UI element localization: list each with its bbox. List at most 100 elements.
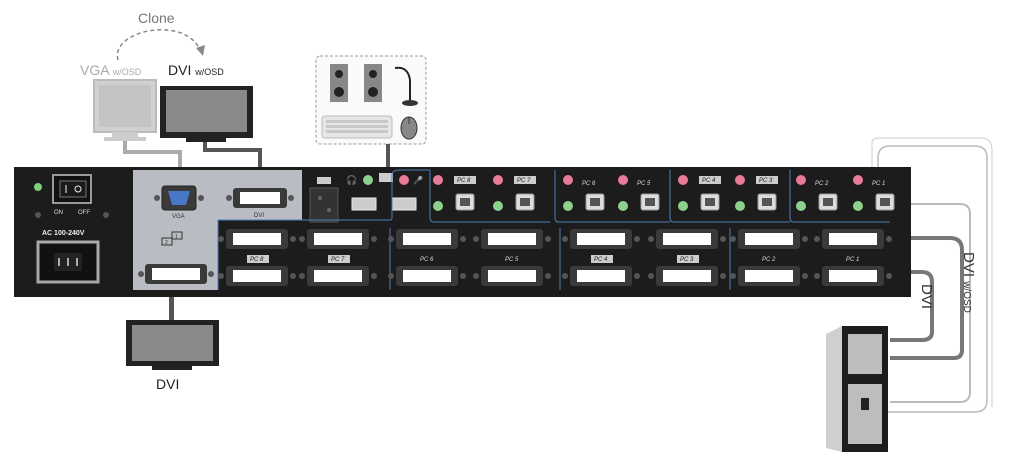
pc-tower-icon: [826, 326, 888, 452]
pc-audio-jack[interactable]: [618, 201, 628, 211]
power-section: ON OFF AC 100-240V: [34, 174, 109, 284]
switch-on-label: ON: [54, 210, 63, 216]
pc-dvi-port-inner: [745, 270, 793, 282]
usb-hub-block: [309, 187, 339, 223]
screw: [460, 236, 466, 242]
cable-dvi-label: DVI: [918, 284, 935, 310]
pc-audio-jack[interactable]: [796, 201, 806, 211]
mic-icon: 🎤: [413, 175, 423, 185]
screw: [299, 236, 305, 242]
pc-label-badge: [591, 255, 613, 263]
pc-mic-jack[interactable]: [678, 175, 688, 185]
pc-dvi-port-inner: [403, 233, 451, 245]
console-usb-port-2[interactable]: [391, 197, 417, 211]
dvi-port-label: DVI: [254, 213, 264, 219]
screw: [814, 273, 820, 279]
pc-usb-b-inner: [705, 198, 715, 206]
pc-usb-b-inner: [762, 198, 772, 206]
keyboard-badge-icon: [379, 173, 393, 182]
pc-mic-jack[interactable]: [493, 175, 503, 185]
pc-audio-jack[interactable]: [493, 201, 503, 211]
screw: [562, 236, 568, 242]
pc-mic-jack[interactable]: [796, 175, 806, 185]
screw: [388, 273, 394, 279]
pc-dvi-port-inner: [314, 270, 362, 282]
screw: [720, 236, 726, 242]
pc-dvi-port-inner: [488, 233, 536, 245]
pc-label-badge: [756, 176, 778, 184]
pc-audio-jack[interactable]: [853, 201, 863, 211]
pc-mic-jack[interactable]: [563, 175, 573, 185]
clone-arrow-head: [196, 45, 205, 56]
cable-vga-monitor: [123, 141, 182, 172]
console-1-label: 1: [175, 234, 178, 240]
console-dvi-port-1[interactable]: [226, 188, 294, 208]
screw: [218, 236, 224, 242]
screw: [290, 236, 296, 242]
pc-mic-jack[interactable]: [735, 175, 745, 185]
pc-dvi-label: PC 1: [846, 257, 859, 263]
pc-audio-jack[interactable]: [735, 201, 745, 211]
pc-label-badge: [454, 176, 476, 184]
pc-label-badge: [247, 255, 269, 263]
microphone-icon: [394, 66, 411, 100]
dvi-bottom-monitor-icon: [126, 320, 219, 370]
pc-label-badge: [514, 176, 536, 184]
screw: [634, 273, 640, 279]
pc-dvi-label: PC 2: [762, 257, 776, 263]
pc-usb-b-inner: [590, 198, 600, 206]
pc-mic-jack[interactable]: [853, 175, 863, 185]
screw: [720, 273, 726, 279]
pc-dvi-port-inner: [745, 233, 793, 245]
pc-dvi-label: PC 4: [594, 257, 608, 263]
vga-osd-sub: w/OSD: [112, 67, 142, 77]
screw: [388, 236, 394, 242]
pc-audio-label: PC 3: [759, 178, 773, 184]
cable-dvi-bottom-monitor: [169, 297, 174, 320]
pc-dvi-port-inner: [829, 233, 877, 245]
pc-audio-jack[interactable]: [563, 201, 573, 211]
dvi-bottom-label: DVI: [156, 376, 180, 392]
pc-label-badge: [699, 176, 721, 184]
screw: [371, 236, 377, 242]
pc-dvi-label: PC 8: [250, 257, 264, 263]
screw: [730, 236, 736, 242]
screw: [473, 236, 479, 242]
console-mic-in[interactable]: [399, 175, 409, 185]
pc-dvi-label: PC 5: [505, 257, 519, 263]
screw: [648, 236, 654, 242]
screw: [473, 273, 479, 279]
usb-console-section: 🎧 🎤: [309, 173, 423, 223]
pc-dvi-label: PC 6: [420, 257, 434, 263]
screw: [460, 273, 466, 279]
console-dvi-port-2[interactable]: [138, 264, 214, 284]
pc-audio-label: PC 1: [872, 181, 885, 187]
pc-audio-label: PC 2: [815, 181, 829, 187]
console-usb-port-1[interactable]: [351, 197, 377, 211]
pc-dvi-port-inner: [829, 270, 877, 282]
console-audio-out[interactable]: [363, 175, 373, 185]
screw: [299, 273, 305, 279]
pc-audio-label: PC 6: [582, 181, 596, 187]
pc-mic-jack[interactable]: [433, 175, 443, 185]
console-2-label: 2: [165, 240, 168, 246]
dvi-osd-label: DVI w/OSD: [168, 62, 224, 78]
vga-monitor-icon: [93, 79, 157, 141]
pc-audio-jack[interactable]: [433, 201, 443, 211]
pc-mic-jack[interactable]: [618, 175, 628, 185]
vga-osd-main: VGA: [80, 62, 109, 78]
clone-label: Clone: [138, 10, 175, 26]
screw: [545, 236, 551, 242]
pc-audio-label: PC 5: [637, 181, 651, 187]
peripherals-box: [315, 55, 427, 145]
pc-dvi-port-inner: [577, 233, 625, 245]
cable-peripherals: [386, 144, 390, 168]
pc-dvi-port-inner: [577, 270, 625, 282]
vga-port[interactable]: [154, 185, 204, 211]
cable-dvi-osd-label: DVI w/OSD: [960, 252, 977, 313]
pc-audio-jack[interactable]: [678, 201, 688, 211]
cable-dvi-monitor: [203, 142, 262, 172]
